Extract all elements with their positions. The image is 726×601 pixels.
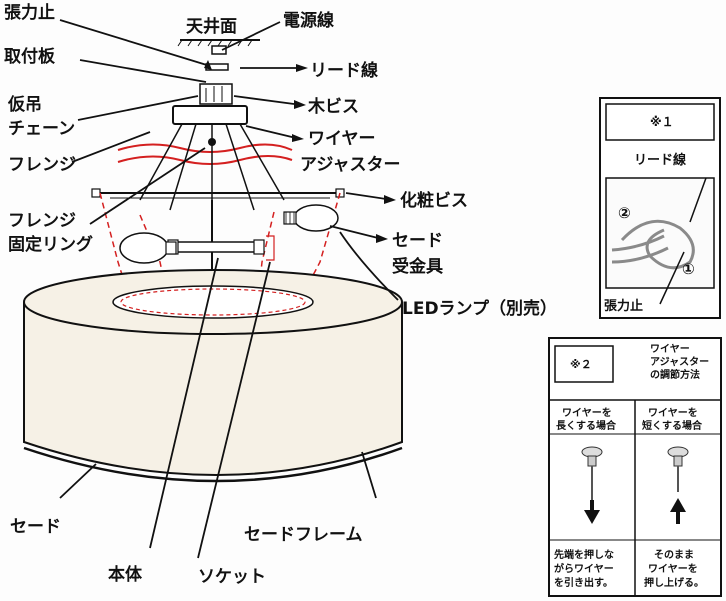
note2-long-desc-3: を引き出す。: [554, 576, 613, 589]
label-lead-wire: リード線: [310, 60, 378, 81]
shade-drum: [23, 269, 403, 483]
label-power-cord: 電源線: [283, 10, 334, 31]
note2-short-desc-3: 押し上げる。: [644, 576, 704, 589]
label-wire-adjuster-2: アジャスター: [300, 155, 400, 175]
note2-heading-1: ワイヤー: [650, 343, 690, 355]
label-shade-bracket-1: セード: [392, 231, 443, 251]
note2-long-title-2: 長くする場合: [556, 419, 617, 432]
note1-step1: ①: [682, 260, 695, 278]
note2-heading-2: アジャスター: [650, 356, 709, 368]
note2-short-desc-1: そのまま: [654, 549, 694, 561]
label-flange-ring-1: フレンジ: [8, 211, 76, 231]
note2-long-desc-1: 先端を押しな: [554, 548, 614, 561]
note2-short-title-2: 短くする場合: [642, 419, 703, 432]
label-shade-frame: セードフレーム: [244, 525, 363, 545]
note1-lead-wire: リード線: [634, 152, 687, 168]
mounting-hardware: [199, 45, 233, 105]
label-shade: セード: [10, 517, 61, 537]
canopy: [172, 105, 248, 125]
led-lamp-left: [119, 232, 177, 264]
note2-long-title-1: ワイヤーを: [562, 407, 612, 419]
note2-heading-3: の調節方法: [650, 368, 700, 381]
label-ceiling: 天井面: [186, 16, 237, 37]
note1-tension-stop: 張力止: [604, 298, 643, 314]
label-led-lamp: LEDランプ（別売）: [402, 298, 557, 319]
note2-short-desc-2: ワイヤーを: [648, 563, 698, 575]
label-leaders: [59, 19, 399, 559]
note1-panel: [599, 97, 721, 319]
label-wood-screw: 木ビス: [307, 96, 359, 117]
power-wire-wave: [117, 143, 293, 153]
note2-long-desc-2: がらワイヤー: [554, 562, 614, 575]
ceiling-surface: [177, 39, 260, 47]
label-shade-bracket-2: 受金具: [392, 256, 443, 277]
label-wire-adjuster-1: ワイヤー: [308, 129, 376, 149]
label-body: 本体: [108, 564, 143, 585]
label-decorative-screw: 化粧ビス: [400, 190, 468, 211]
label-temp-chain-1: 仮吊: [7, 94, 42, 115]
note1-step2: ②: [618, 204, 631, 222]
label-socket: ソケット: [198, 567, 266, 587]
socket-assembly: [167, 200, 275, 280]
note2-panel: [548, 337, 722, 597]
chain-knob: [208, 138, 216, 146]
label-temp-chain-2: チェーン: [8, 119, 75, 139]
note1-title: ※１: [650, 115, 674, 129]
note2-short-title-1: ワイヤーを: [648, 407, 698, 419]
note2-title: ※２: [570, 358, 592, 371]
label-mounting-plate: 取付板: [4, 46, 56, 67]
label-flange: フレンジ: [8, 155, 76, 175]
label-tension-stop: 張力止: [4, 2, 55, 23]
label-flange-ring-2: 固定リング: [8, 234, 93, 255]
arrowheads: [204, 60, 396, 243]
led-lamp-right: [283, 204, 339, 232]
